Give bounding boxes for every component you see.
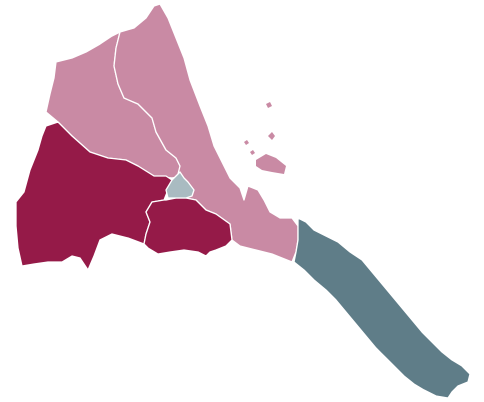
region-south-central[interactable] (143, 197, 233, 257)
island-small-1 (268, 132, 275, 140)
region-south-red-sea[interactable] (293, 217, 471, 399)
region-west[interactable] (15, 121, 173, 271)
island-small-4 (250, 150, 255, 155)
island-small-3 (244, 140, 249, 145)
island-dahlak-main (256, 154, 286, 174)
island-small-2 (266, 102, 272, 108)
region-central-small[interactable] (165, 171, 195, 199)
